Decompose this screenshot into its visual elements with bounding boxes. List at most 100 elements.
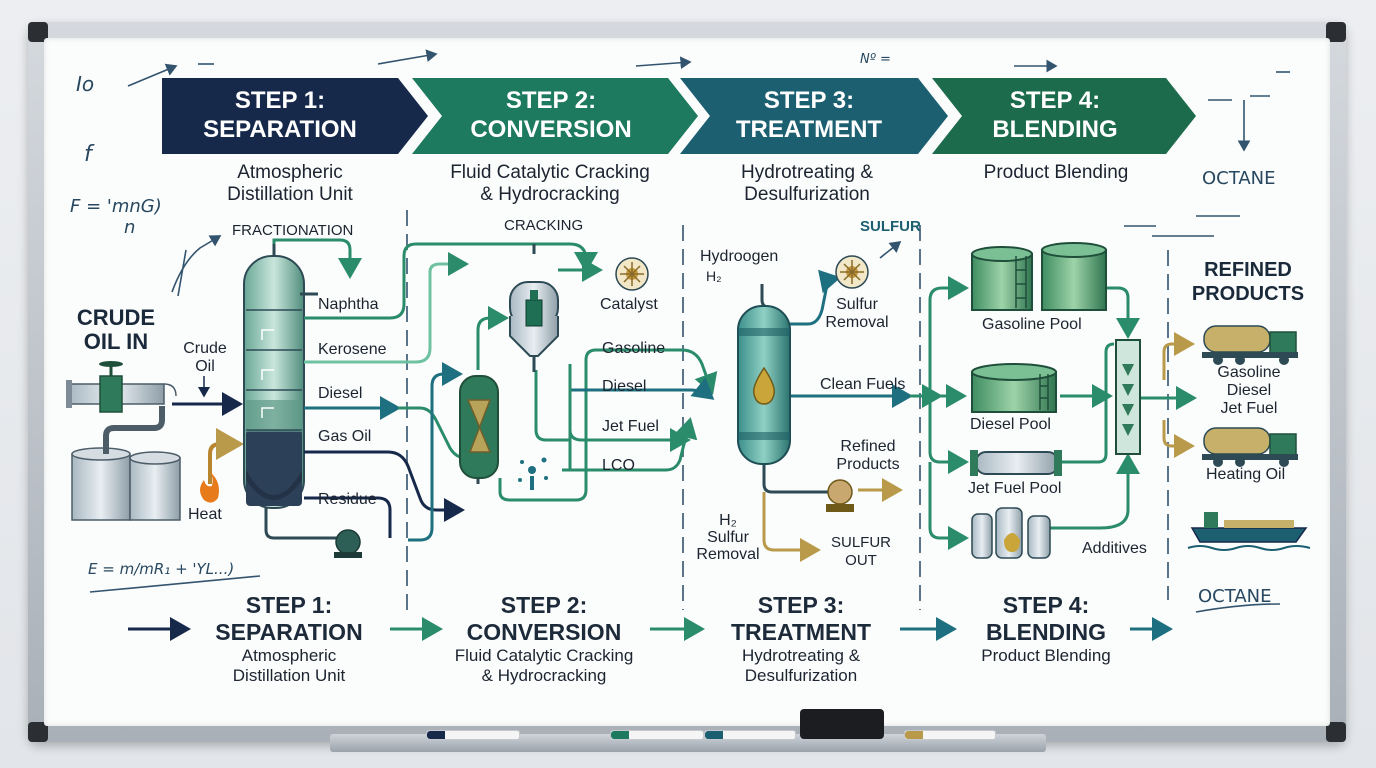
step1-desc-line2: Distillation Unit <box>227 184 353 205</box>
step1-description: Atmospheric Distillation Unit <box>180 162 400 206</box>
fraction-gas-oil: Gas Oil <box>318 428 372 445</box>
step4-header: STEP 4: BLENDING <box>950 86 1160 144</box>
sulfur-icon <box>835 255 869 289</box>
bottom-step3-desc2: Desulfurization <box>744 666 858 685</box>
additives-label: Additives <box>1082 540 1147 557</box>
step2-chevron <box>412 78 698 154</box>
bottom-step4-title: STEP 4: <box>1002 592 1090 618</box>
crude-oil-in-line2: OIL IN <box>83 329 149 354</box>
marker-teal[interactable] <box>704 730 796 740</box>
reaction-splash-icon <box>518 457 548 490</box>
step1-title: STEP 1: <box>234 87 326 114</box>
hydrocracker-vessel <box>459 375 499 479</box>
frame-corner-bottom-right <box>1326 722 1346 742</box>
catalyst-icon <box>615 257 649 291</box>
step1-name: SEPARATION <box>203 116 357 143</box>
bottom-step2-desc2: & Hydrocracking <box>481 666 607 685</box>
sulfur-removal-label: Sulfur Removal <box>820 296 894 332</box>
step4-name: BLENDING <box>992 116 1118 143</box>
sulfur-out-label: SULFUR OUT <box>824 534 898 570</box>
h2-bottom-line1: H₂ <box>719 512 737 529</box>
additives-tanks <box>971 507 1051 559</box>
crude-pipe-valve <box>66 361 177 413</box>
treatment-pump-icon <box>826 479 854 512</box>
marker-gold[interactable] <box>904 730 996 740</box>
scribble-n-eq: Nº = <box>860 52 891 67</box>
heat-label: Heat <box>188 506 222 523</box>
step2-header: STEP 2: CONVERSION <box>434 86 668 144</box>
bottom-step2: STEP 2: CONVERSION Fluid Catalytic Crack… <box>434 592 654 686</box>
frame-corner-bottom-left <box>28 722 48 742</box>
scribble-formula1-top: F = 'mnG) <box>70 196 162 217</box>
product-diesel: Diesel <box>1226 382 1272 399</box>
clean-fuels-label: Clean Fuels <box>820 376 906 393</box>
fractionation-label: FRACTIONATION <box>232 222 354 239</box>
step3-desc-line1: Hydrotreating & <box>740 162 873 183</box>
hydrogen-label: Hydroogen <box>700 248 779 265</box>
step3-chevron <box>680 78 948 154</box>
step3-header: STEP 3: TREATMENT <box>700 86 918 144</box>
cracking-reactor <box>509 281 559 372</box>
refined-products-small-label: Refined Products <box>830 438 906 474</box>
gasoline-pool-label: Gasoline Pool <box>982 316 1082 333</box>
refined-products-line1: REFINED <box>1204 259 1292 281</box>
bottom-step3-name: TREATMENT <box>730 619 872 645</box>
crude-feed-line2: Oil <box>195 358 215 375</box>
h2-label: H₂ <box>706 268 722 284</box>
tanker-truck-icon <box>1202 325 1298 365</box>
scribble-formula2: E = m/mR₁ + 'YL...) <box>88 560 235 578</box>
marker-navy[interactable] <box>426 730 520 740</box>
fraction-naphtha: Naphtha <box>318 296 379 313</box>
refined-products-line2: PRODUCTS <box>1191 283 1305 305</box>
fraction-diesel: Diesel <box>318 385 363 402</box>
bottom-step3-desc1: Hydrotreating & <box>741 646 861 665</box>
pump-icon <box>335 529 361 555</box>
jet-fuel-pool-label: Jet Fuel Pool <box>968 480 1062 497</box>
sulfur-removal-line2: Removal <box>825 314 889 331</box>
bottom-step1: STEP 1: SEPARATION Atmospheric Distillat… <box>196 592 382 686</box>
sulfur-out-line1: SULFUR <box>830 534 891 551</box>
step3-title: STEP 3: <box>763 87 855 114</box>
step4-desc-line1: Product Blending <box>983 162 1129 183</box>
distillation-tower <box>243 244 362 558</box>
scribble-formula1: F = 'mnG) n <box>70 196 162 238</box>
output-jet-fuel: Jet Fuel <box>602 418 659 435</box>
tanker-ship-icon <box>1187 512 1311 551</box>
step1-desc-line1: Atmospheric <box>237 162 343 183</box>
sulfur-out-line2: OUT <box>845 552 877 569</box>
h2-sulfur-removal-label: H₂ Sulfur Removal <box>692 512 764 563</box>
scribble-f: f <box>84 142 92 167</box>
product-jet-fuel: Jet Fuel <box>1220 400 1278 417</box>
refined-line1: Refined <box>840 438 896 455</box>
step2-desc-line2: & Hydrocracking <box>480 184 620 205</box>
step3-desc-line2: Desulfurization <box>744 184 870 205</box>
eraser[interactable] <box>800 709 884 739</box>
bottom-step4-name: BLENDING <box>985 619 1107 645</box>
step1-chevron <box>162 78 428 154</box>
step4-title: STEP 4: <box>1009 87 1101 114</box>
scribble-octane-bottom: OCTANE <box>1198 586 1272 607</box>
step2-desc-line1: Fluid Catalytic Cracking <box>450 162 650 183</box>
scribble-octane-top: OCTANE <box>1202 168 1276 189</box>
marker-green[interactable] <box>610 730 704 740</box>
product-gasoline: Gasoline <box>1217 364 1281 381</box>
bottom-step3: STEP 3: TREATMENT Hydrotreating & Desulf… <box>710 592 892 686</box>
bottom-step1-desc1: Atmospheric <box>241 646 337 665</box>
frame-corner-top-right <box>1326 22 1346 42</box>
bottom-step4-desc1: Product Blending <box>981 646 1111 665</box>
crude-oil-in-line1: CRUDE <box>76 305 156 330</box>
tanker-truck-icon-2 <box>1202 427 1298 467</box>
bottom-step1-title: STEP 1: <box>245 592 333 618</box>
oil-drop-icon <box>752 366 776 405</box>
step3-name: TREATMENT <box>735 116 883 143</box>
fraction-residue: Residue <box>318 491 377 508</box>
sulfur-label: SULFUR <box>860 218 921 235</box>
output-gasoline: Gasoline <box>602 340 666 357</box>
crude-storage-tanks <box>71 406 181 521</box>
step2-description: Fluid Catalytic Cracking & Hydrocracking <box>420 162 680 206</box>
products-list: Gasoline Diesel Jet Fuel <box>1196 364 1302 418</box>
frame-corner-top-left <box>28 22 48 42</box>
fraction-kerosene: Kerosene <box>318 341 387 358</box>
output-diesel: Diesel <box>602 378 647 395</box>
